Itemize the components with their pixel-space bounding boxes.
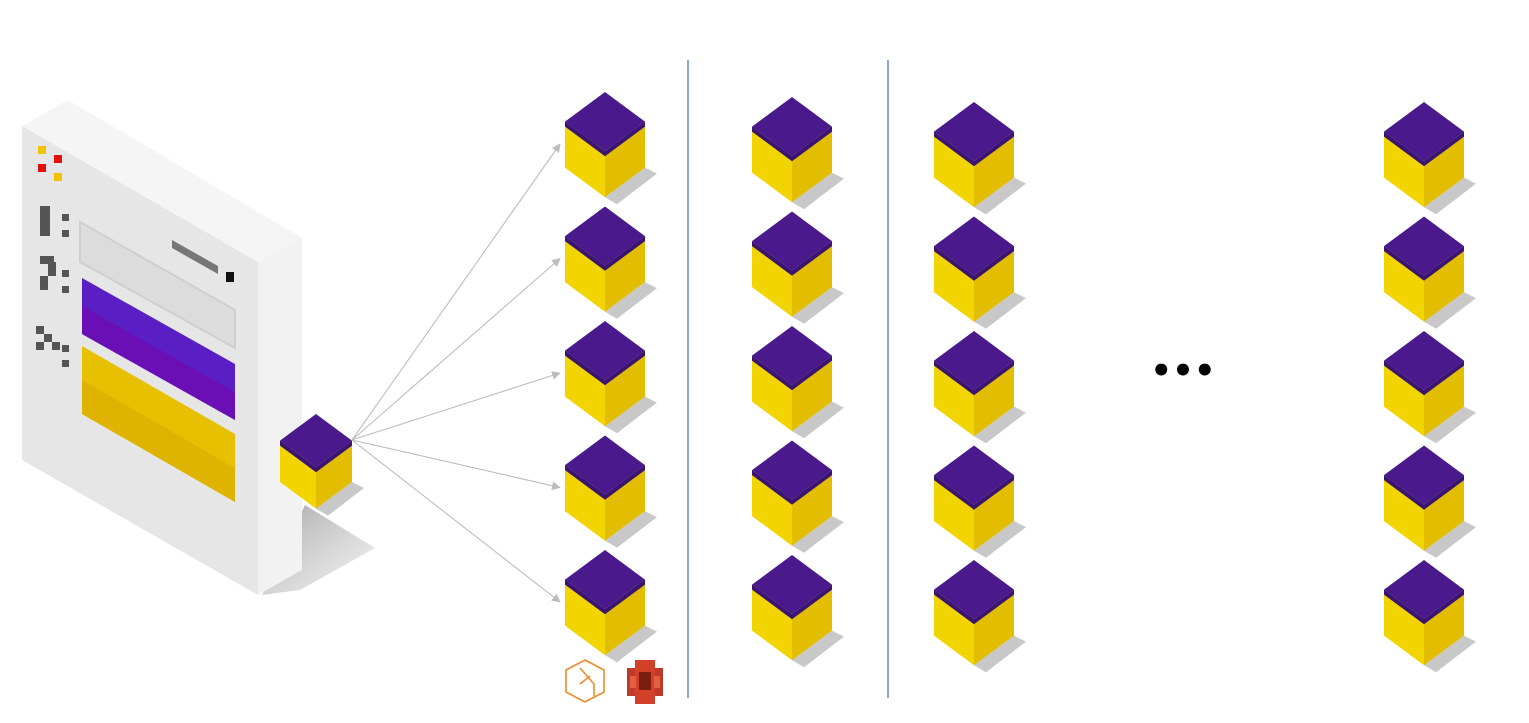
column-2 <box>752 97 844 668</box>
data-cube-icon <box>752 555 844 668</box>
data-cube-icon <box>565 92 657 205</box>
rack-panel-yellow-shade <box>82 380 235 502</box>
data-cube-icon <box>1384 445 1476 558</box>
data-cube-icon <box>1384 216 1476 329</box>
arrow <box>351 439 561 491</box>
data-cube-icon <box>280 414 364 516</box>
data-cube-icon <box>565 321 657 434</box>
arrows <box>351 143 561 603</box>
data-cube-icon <box>565 435 657 548</box>
data-cube-icon <box>752 326 844 439</box>
data-cube-icon <box>565 206 657 319</box>
rack-panel-purple-shade <box>82 306 235 420</box>
column-dividers <box>687 60 889 698</box>
ellipsis-text: ••• <box>1150 351 1215 391</box>
status-light <box>54 155 62 163</box>
arrow <box>351 439 561 603</box>
arrow <box>351 143 561 441</box>
data-cube-icon <box>934 560 1026 673</box>
data-cube-icon <box>752 440 844 553</box>
rack-led <box>226 272 234 282</box>
data-cube-icon <box>934 216 1026 329</box>
data-cube-icon <box>1384 102 1476 215</box>
rack-side <box>258 238 302 595</box>
data-cube-icon <box>1384 560 1476 673</box>
data-cube-icon <box>752 211 844 324</box>
rack-glyphs <box>36 206 69 367</box>
status-light <box>38 164 46 172</box>
column-1 <box>565 92 657 663</box>
status-light <box>38 146 46 154</box>
data-cube-icon <box>934 102 1026 215</box>
data-cube-icon <box>934 445 1026 558</box>
server-rack-icon <box>22 100 375 595</box>
rack-top <box>22 100 302 262</box>
arrow <box>351 371 561 441</box>
cube-grid <box>280 92 1476 673</box>
column-3 <box>934 102 1026 673</box>
s3-bucket-icon <box>627 660 663 704</box>
data-cube-icon <box>934 331 1026 444</box>
data-cube-icon <box>565 550 657 663</box>
rack-panel-grey <box>79 220 236 350</box>
column-last <box>1384 102 1476 673</box>
data-cube-icon <box>752 97 844 210</box>
data-cube-icon <box>1384 331 1476 444</box>
arrow <box>351 257 561 441</box>
lambda-icon <box>565 659 605 703</box>
status-light <box>54 173 62 181</box>
rack-slot <box>172 240 218 274</box>
